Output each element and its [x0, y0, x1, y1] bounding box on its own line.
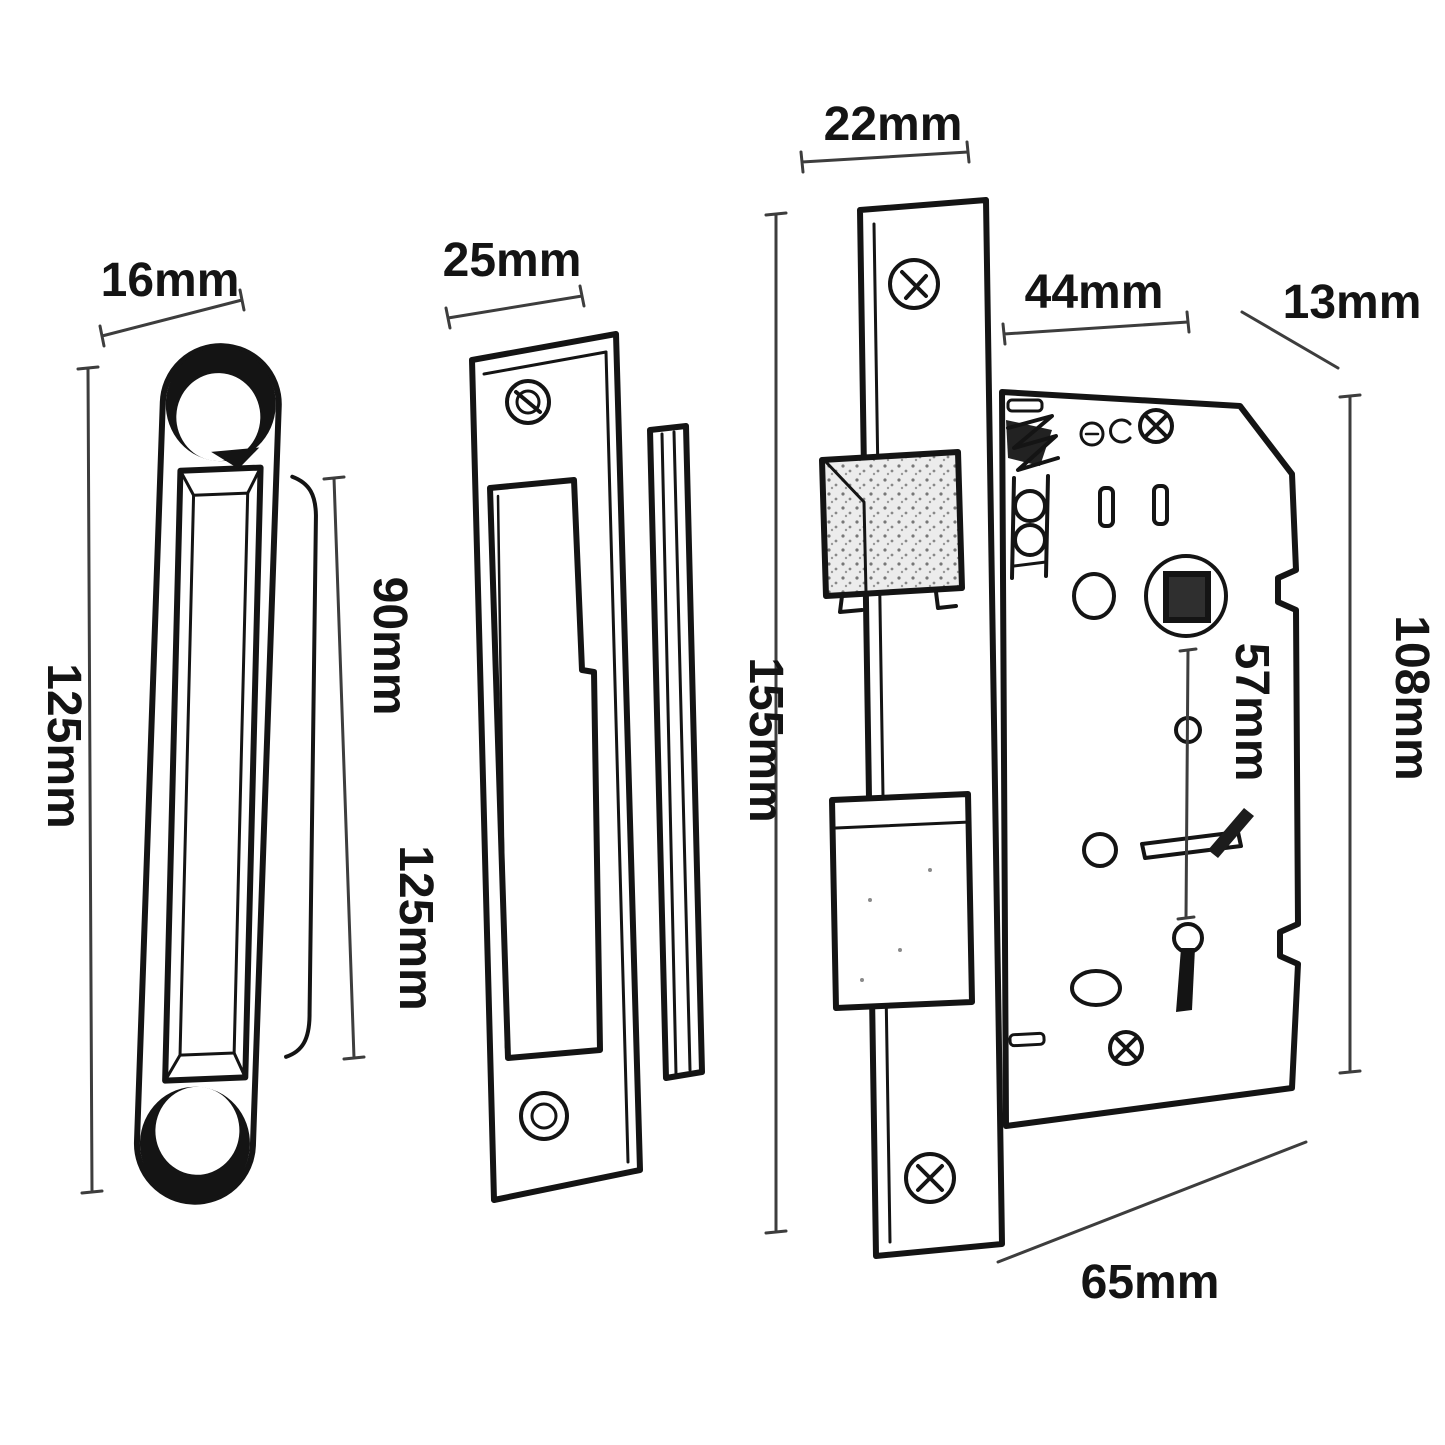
strike-plate-edge-line-right — [604, 350, 630, 1164]
deadbolt-speckle — [860, 868, 932, 982]
case-mid-slot — [1140, 830, 1243, 860]
keep-top-notch — [211, 447, 260, 469]
dim-16mm-line — [98, 288, 246, 348]
dim-90mm-125mm-line — [322, 475, 366, 1061]
strike-cutout-depth-line — [496, 494, 508, 1050]
dim-57mm-line — [1176, 647, 1198, 921]
strike-plate-edge-line — [482, 350, 608, 376]
faceplate-screw-bottom — [904, 1152, 956, 1204]
dim-label-keep-outer-length: 125mm — [389, 845, 442, 1010]
dim-155mm-line — [764, 211, 788, 1235]
dim-label-keep-inner-length: 90mm — [363, 577, 416, 716]
dim-label-faceplate-width: 22mm — [824, 98, 963, 151]
dim-25mm-line — [444, 284, 586, 330]
faceplate-inner-edge — [872, 222, 892, 1244]
case-hole-left — [1072, 572, 1116, 620]
case-slot-pair-left — [1098, 486, 1115, 528]
latch-bolt-clips — [838, 590, 958, 614]
mortice-lock-part — [819, 197, 1301, 1259]
spindle-follower — [1144, 554, 1228, 638]
dim-label-strike-width: 25mm — [443, 234, 582, 287]
strike-screw-hole-bottom — [519, 1091, 569, 1141]
faceplate-screw-top — [888, 258, 940, 310]
strike-screw-hole-bottom-inner — [530, 1102, 558, 1130]
keep-pocket — [162, 464, 264, 1084]
latch-bolt — [819, 449, 965, 599]
strike-lip-lines — [660, 430, 692, 1076]
dim-label-backset: 44mm — [1025, 266, 1164, 319]
dim-125mm-left-line — [76, 365, 104, 1195]
strike-screw-hole-top-inner — [515, 389, 541, 415]
dim-22mm-line — [799, 140, 971, 174]
case-slot-pair-right — [1152, 484, 1169, 526]
dim-label-keep-length: 125mm — [37, 663, 90, 828]
strike-plate-part — [469, 331, 705, 1203]
deadbolt — [829, 791, 975, 1011]
case-hole-mid-left — [1082, 832, 1118, 868]
case-screw-top — [1138, 408, 1174, 444]
dim-label-faceplate-length: 155mm — [739, 657, 792, 822]
dim-13mm-line — [1240, 310, 1340, 370]
strike-cutout — [487, 477, 603, 1061]
dim-label-case-depth: 65mm — [1081, 1256, 1220, 1309]
dim-108mm-line — [1338, 393, 1362, 1075]
lock-case-outline — [999, 389, 1301, 1129]
strike-screw-hole-top — [505, 379, 551, 425]
faceplate-screw-top-cross — [900, 270, 928, 300]
keep-side-profile — [284, 474, 318, 1059]
case-slot-top — [1006, 398, 1044, 413]
latch-bolt-bevel — [824, 460, 868, 594]
strike-lip — [647, 423, 705, 1081]
ce-mark — [1079, 418, 1132, 447]
case-oval-hole — [1070, 969, 1122, 1007]
case-lever — [1208, 808, 1254, 858]
dimension-annotations — [76, 140, 1362, 1264]
keep-bottom-highlight — [155, 1086, 240, 1175]
case-screw-bottom — [1108, 1030, 1144, 1066]
keep-pocket-corners — [163, 466, 263, 1083]
dim-44mm-line — [1001, 310, 1191, 346]
keyhole — [1172, 922, 1204, 1012]
strike-screw-slot-top — [514, 390, 542, 414]
case-slot-bottom — [1008, 1031, 1046, 1048]
dim-65mm-line — [996, 1140, 1308, 1264]
keep-top-highlight — [176, 373, 261, 462]
latch-spring-mechanism — [1006, 414, 1060, 580]
dim-label-spindle-to-keyhole: 57mm — [1225, 643, 1278, 782]
dim-label-case-corner: 13mm — [1283, 276, 1422, 329]
dimension-labels: 16mm 25mm 22mm 44mm 13mm 65mm 125mm 90mm… — [37, 98, 1438, 1309]
deadbolt-face-line — [834, 820, 972, 830]
dim-label-keep-width: 16mm — [101, 254, 240, 307]
faceplate-screw-bottom-cross — [916, 1164, 944, 1192]
keep-part — [133, 343, 318, 1205]
dim-label-case-height: 108mm — [1385, 615, 1438, 780]
